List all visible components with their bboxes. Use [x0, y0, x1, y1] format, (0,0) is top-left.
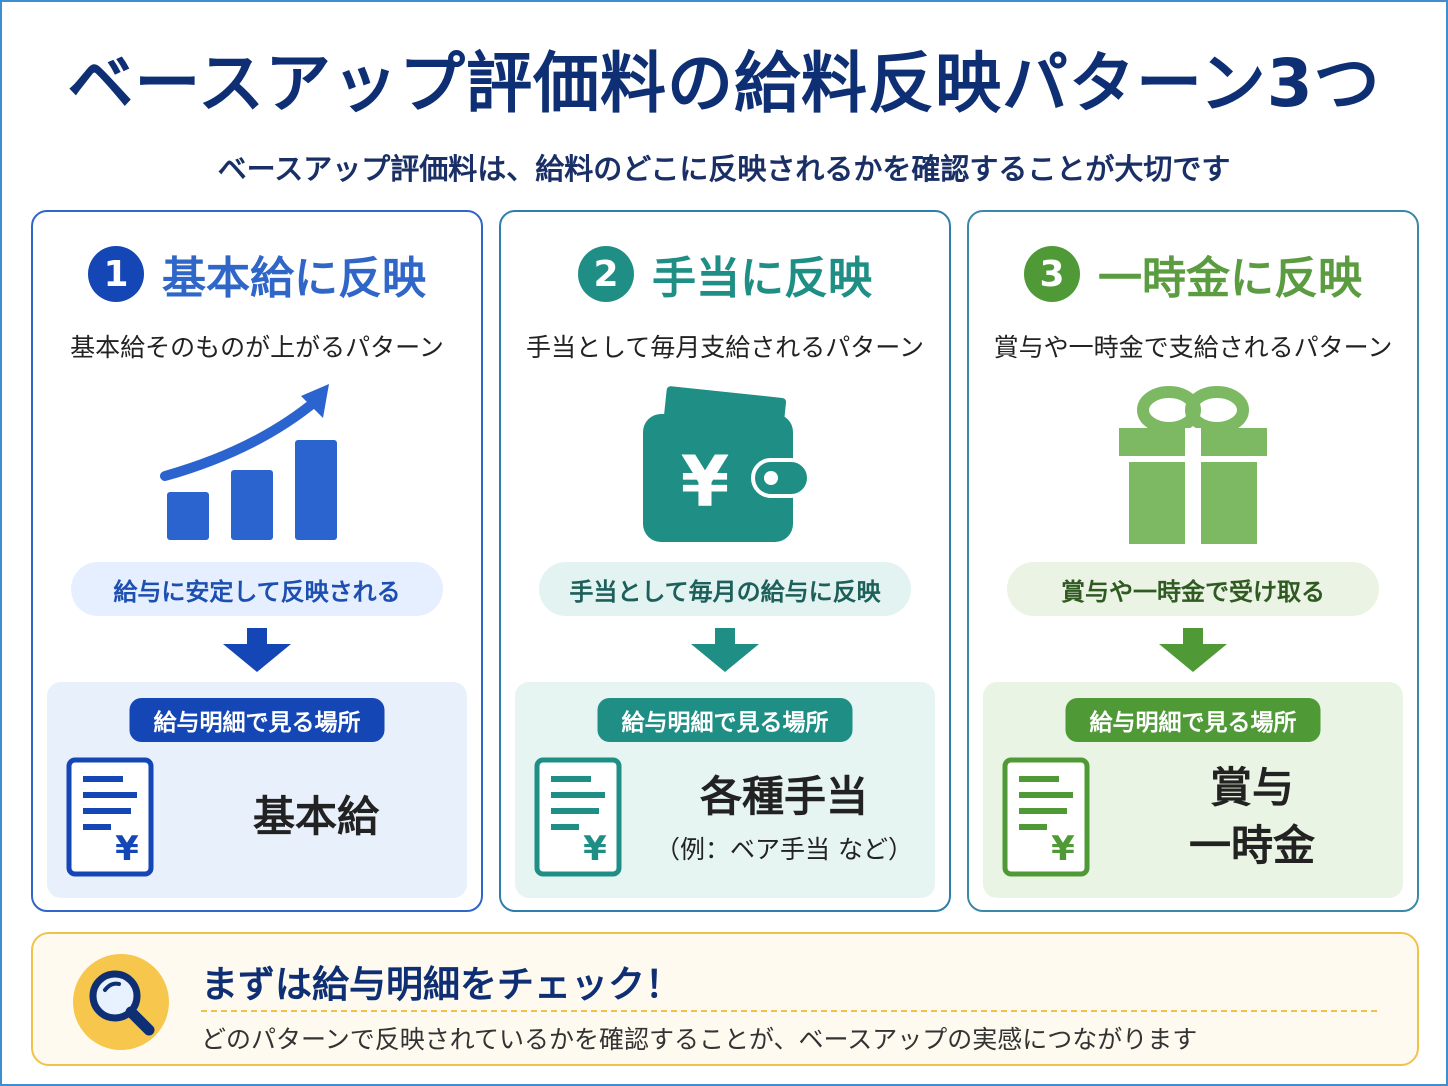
dashed-divider — [201, 1010, 1377, 1012]
svg-text:¥: ¥ — [1051, 829, 1075, 869]
payslip-location-text: 賞与 一時金 — [1101, 756, 1403, 878]
card-heading: 3 一時金に反映 — [969, 244, 1417, 304]
magnifier-icon-circle — [73, 954, 169, 1050]
payslip-location-text: 各種手当 （例：ベア手当 など） — [633, 756, 935, 878]
payslip-location-box: 給与明細で見る場所 ¥ 基本給 — [47, 682, 467, 898]
payslip-document-icon: ¥ — [534, 757, 622, 877]
svg-text:¥: ¥ — [115, 829, 139, 869]
payslip-location-box: 給与明細で見る場所 ¥ 賞与 一時金 — [983, 682, 1403, 898]
footer-heading: まずは給与明細をチェック！ — [201, 963, 682, 1006]
card-description: 賞与や一時金で支給されるパターン — [993, 333, 1393, 362]
payslip-document-icon: ¥ — [1002, 757, 1090, 877]
payslip-location-tag: 給与明細で見る場所 — [129, 698, 385, 742]
location-main: 各種手当 — [699, 772, 868, 821]
pattern-feature-pill: 給与に安定して反映される — [71, 562, 443, 616]
down-arrow-icon — [223, 628, 291, 672]
page-subtitle: ベースアップ評価料は、給料のどこに反映されるかを確認することが大切です — [217, 152, 1231, 186]
bar-chart-arrow-icon — [160, 384, 337, 540]
down-arrow-icon — [691, 628, 759, 672]
footer-text: どのパターンで反映されているかを確認することが、ベースアップの実感につながります — [201, 1025, 1198, 1054]
payslip-location-box: 給与明細で見る場所 ¥ 各種手当 （例：ベア手当 など） — [515, 682, 935, 898]
location-sub: （例：ベア手当 など） — [655, 835, 913, 864]
number-badge: 3 — [1024, 246, 1080, 302]
location-main: 基本給 — [252, 792, 379, 841]
payslip-location-tag: 給与明細で見る場所 — [597, 698, 853, 742]
wallet-yen-icon: ¥ — [643, 386, 811, 542]
card-title: 一時金に反映 — [1098, 253, 1362, 304]
location-main: 賞与 — [1209, 763, 1294, 812]
pattern-card-basic-salary: 1 基本給に反映 基本給そのものが上がるパターン 給与に安定して反映される 給与… — [31, 210, 483, 912]
payslip-location-text: 基本給 — [165, 756, 467, 878]
card-heading: 2 手当に反映 — [501, 244, 949, 304]
card-description: 基本給そのものが上がるパターン — [70, 333, 444, 362]
page-title: ベースアップ評価料の給料反映パターン3つ — [67, 45, 1381, 122]
number-badge: 1 — [88, 246, 144, 302]
pattern-feature-pill: 賞与や一時金で受け取る — [1007, 562, 1379, 616]
card-title: 手当に反映 — [652, 253, 872, 304]
gift-box-icon — [1119, 386, 1267, 544]
footer-callout: まずは給与明細をチェック！ どのパターンで反映されているかを確認することが、ベー… — [31, 932, 1419, 1066]
down-arrow-icon — [1159, 628, 1227, 672]
payslip-location-tag: 給与明細で見る場所 — [1065, 698, 1321, 742]
card-title: 基本給に反映 — [162, 253, 426, 304]
location-main-2: 一時金 — [1188, 821, 1315, 870]
card-heading: 1 基本給に反映 — [33, 244, 481, 304]
pattern-feature-pill: 手当として毎月の給与に反映 — [539, 562, 911, 616]
pattern-card-bonus: 3 一時金に反映 賞与や一時金で支給されるパターン 賞与や一時金で受け取る 給与… — [967, 210, 1419, 912]
svg-text:¥: ¥ — [681, 441, 730, 523]
payslip-document-icon: ¥ — [66, 757, 154, 877]
svg-text:¥: ¥ — [583, 829, 607, 869]
card-description: 手当として毎月支給されるパターン — [525, 333, 924, 362]
number-badge: 2 — [578, 246, 634, 302]
magnifier-icon — [89, 970, 155, 1036]
pattern-card-allowance: 2 手当に反映 手当として毎月支給されるパターン ¥ 手当として毎月の給与に反映… — [499, 210, 951, 912]
